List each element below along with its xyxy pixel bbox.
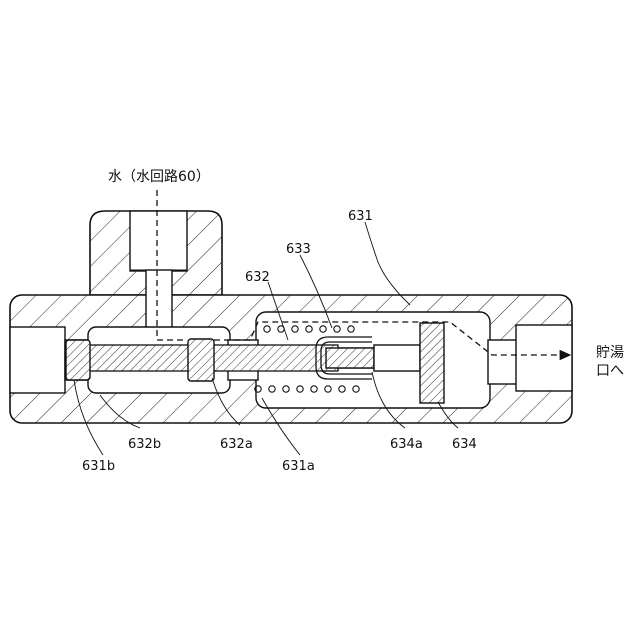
thermo-element-634a <box>326 345 420 371</box>
element-634 <box>420 323 444 403</box>
label-634: 634 <box>452 437 477 452</box>
label-632b: 632b <box>128 437 161 452</box>
label-631a: 631a <box>282 459 315 474</box>
label-water-inlet: 水（水回路60） <box>108 169 210 185</box>
piston-632a <box>188 339 214 381</box>
label-outlet-line2: 口へ <box>596 363 624 379</box>
label-631: 631 <box>348 209 373 224</box>
piston-631b <box>66 340 90 380</box>
label-634a: 634a <box>390 437 423 452</box>
label-631b: 631b <box>82 459 115 474</box>
label-633: 633 <box>286 242 311 257</box>
label-632a: 632a <box>220 437 253 452</box>
label-outlet-line1: 貯湯 <box>596 344 624 361</box>
label-632: 632 <box>245 270 270 285</box>
